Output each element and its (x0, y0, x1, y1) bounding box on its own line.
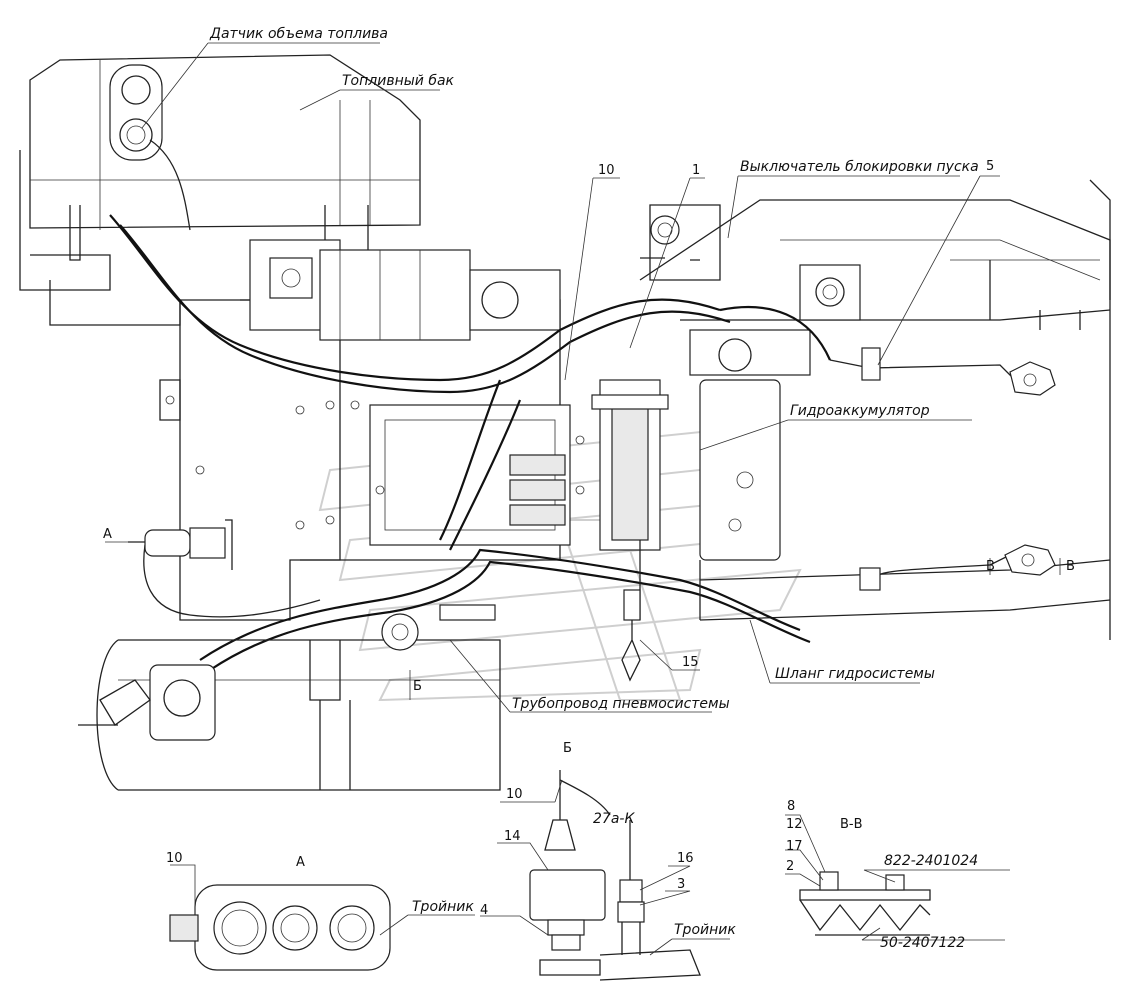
harness (109, 139, 1016, 671)
pneumatic-tank (78, 604, 501, 791)
label-part-50: 50-2407122 (880, 935, 966, 951)
callout-4: 4 (480, 903, 489, 918)
callout-1: 1 (692, 163, 701, 178)
callout-17: 17 (786, 839, 803, 854)
fuel-tank (19, 54, 421, 326)
callout-2: 2 (786, 859, 795, 874)
callout-5: 5 (986, 159, 995, 174)
label-fuel-tank: Топливный бак (342, 73, 454, 89)
section-vv-detail (785, 814, 1010, 941)
label-wire-27a: 27а-К (593, 811, 635, 827)
view-a-title: А (296, 855, 305, 870)
label-start-lock-switch: Выключатель блокировки пуска (740, 159, 979, 175)
sensor-plates (859, 347, 1056, 591)
label-part-822: 822-2401024 (884, 853, 979, 869)
callout-8: 8 (787, 799, 796, 814)
callout-12: 12 (786, 817, 803, 832)
section-v-left-mark: В (986, 559, 995, 574)
label-hydro-accumulator: Гидроаккумулятор (790, 403, 930, 419)
callout-10-view-b: 10 (506, 787, 523, 802)
sensor-15 (621, 589, 641, 682)
connector-a (128, 519, 233, 570)
callout-10-view-a: 10 (166, 851, 183, 866)
label-tee-b: Тройник (674, 922, 736, 938)
callout-10-main: 10 (598, 163, 615, 178)
section-v-right-mark: В (1066, 559, 1075, 574)
view-b-mark: Б (413, 679, 422, 694)
frame-rails (639, 179, 1111, 640)
view-b-title: Б (563, 741, 572, 756)
leader-lines (105, 42, 1061, 713)
section-vv-title: В-В (840, 817, 863, 832)
callout-16: 16 (677, 851, 694, 866)
label-tee-a: Тройник (412, 899, 474, 915)
callout-14: 14 (504, 829, 521, 844)
view-a-arrow-letter: А (103, 527, 112, 542)
callout-3: 3 (677, 877, 686, 892)
label-hydro-hose: Шланг гидросистемы (775, 666, 935, 682)
callout-15: 15 (682, 655, 699, 670)
engine-block (159, 239, 585, 621)
hydro-accumulator (591, 204, 811, 561)
view-b-detail (480, 770, 730, 981)
label-pneumo-pipe: Трубопровод пневмосистемы (512, 696, 730, 712)
label-fuel-sensor: Датчик объема топлива (210, 26, 388, 42)
view-a-detail (169, 864, 475, 971)
